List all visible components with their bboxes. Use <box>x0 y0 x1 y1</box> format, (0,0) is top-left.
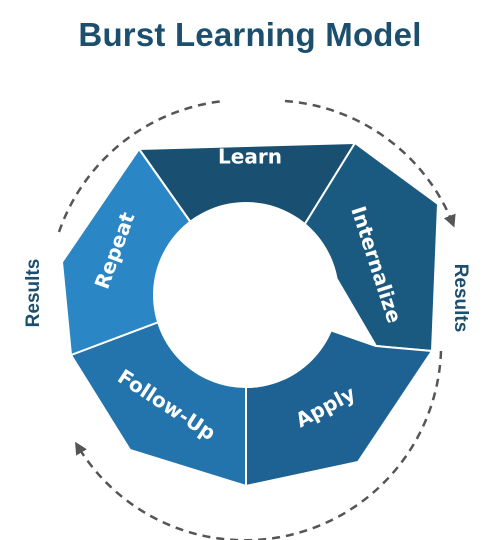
cycle-arrow-left <box>57 99 225 233</box>
results-label-right: Results <box>450 264 471 333</box>
results-label-left: Results <box>23 259 44 328</box>
cycle-arrow-bottom <box>75 350 443 540</box>
center-circle <box>153 202 339 388</box>
cycle-arrow-right <box>284 99 456 228</box>
segment-label-learn: Learn <box>218 145 282 169</box>
diagram-title: Burst Learning Model <box>78 16 422 53</box>
